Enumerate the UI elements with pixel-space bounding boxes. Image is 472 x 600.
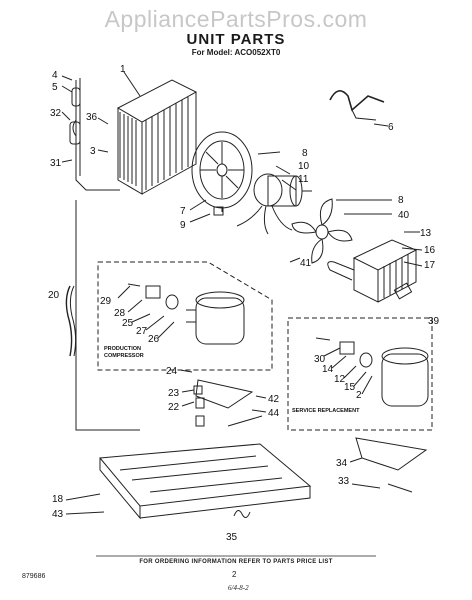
mount-plate [195,379,254,409]
callout-label: 13 [420,228,432,239]
callout-numbers: 4 5 1 32 36 3 31 6 8 10 11 7 9 8 40 13 1… [48,64,440,543]
document-number: 879686 [22,573,46,580]
callout-label: 12 [334,374,346,385]
callout-label: 8 [302,148,308,159]
callout-label: 34 [336,458,348,469]
callout-label: 32 [50,108,62,119]
callout-label: 20 [48,290,60,301]
page-number: 2 [232,570,237,579]
callout-label: 5 [52,82,58,93]
callout-label: 30 [314,354,326,365]
callout-label: 40 [398,210,410,221]
production-compressor [127,283,245,345]
callout-label: 29 [100,296,112,307]
callout-label: 10 [298,161,310,172]
handwritten-note: 6/4-8-2 [228,584,249,592]
model-number: For Model: ACO052XT0 [191,48,281,57]
callout-label: 7 [180,206,186,217]
callout-label: 27 [136,326,148,337]
callout-label: 41 [300,258,312,269]
condenser-coil [116,79,198,195]
callout-label: 14 [322,364,334,375]
production-compressor-label: COMPRESSOR [104,353,144,359]
callout-label: 28 [114,308,126,319]
callout-label: 26 [148,334,160,345]
callout-label: 3 [90,146,96,157]
base-pan [99,443,312,520]
service-replacement-label: SERVICE REPLACEMENT [292,408,360,414]
accumulator-part [69,121,81,145]
callout-label: 4 [52,70,58,81]
watermark: AppliancePartsPros.com [104,6,368,32]
callout-label: 17 [424,260,436,271]
fan-motor [236,173,312,235]
mount-plate-service [355,437,428,471]
evaporator-coil [327,239,418,303]
callout-label: 9 [180,220,186,231]
callout-label: 2 [356,390,362,401]
callout-label: 23 [168,388,180,399]
callout-label: 8 [398,195,404,206]
callout-label: 6 [388,122,394,133]
callout-label: 24 [166,366,178,377]
callout-label: 22 [168,402,180,413]
fan-shroud [191,131,253,216]
callout-label: 35 [226,532,238,543]
ordering-note: FOR ORDERING INFORMATION REFER TO PARTS … [139,559,333,565]
callout-label: 43 [52,509,64,520]
blower-wheel [291,198,353,264]
callout-label: 18 [52,494,64,505]
callout-label: 11 [298,174,309,185]
page-title: UNIT PARTS [186,31,286,48]
callout-label: 15 [344,382,356,393]
callout-label: 44 [268,408,280,419]
production-compressor-label: PRODUCTION [104,346,141,352]
callout-label: 16 [424,245,436,256]
callout-label: 31 [50,158,62,169]
callout-label: 33 [338,476,350,487]
callout-label: 39 [428,316,440,327]
callout-label: 1 [120,64,126,75]
drier-part [71,87,81,107]
callout-label: 25 [122,318,134,329]
callout-label: 36 [86,112,98,123]
callout-label: 42 [268,394,280,405]
